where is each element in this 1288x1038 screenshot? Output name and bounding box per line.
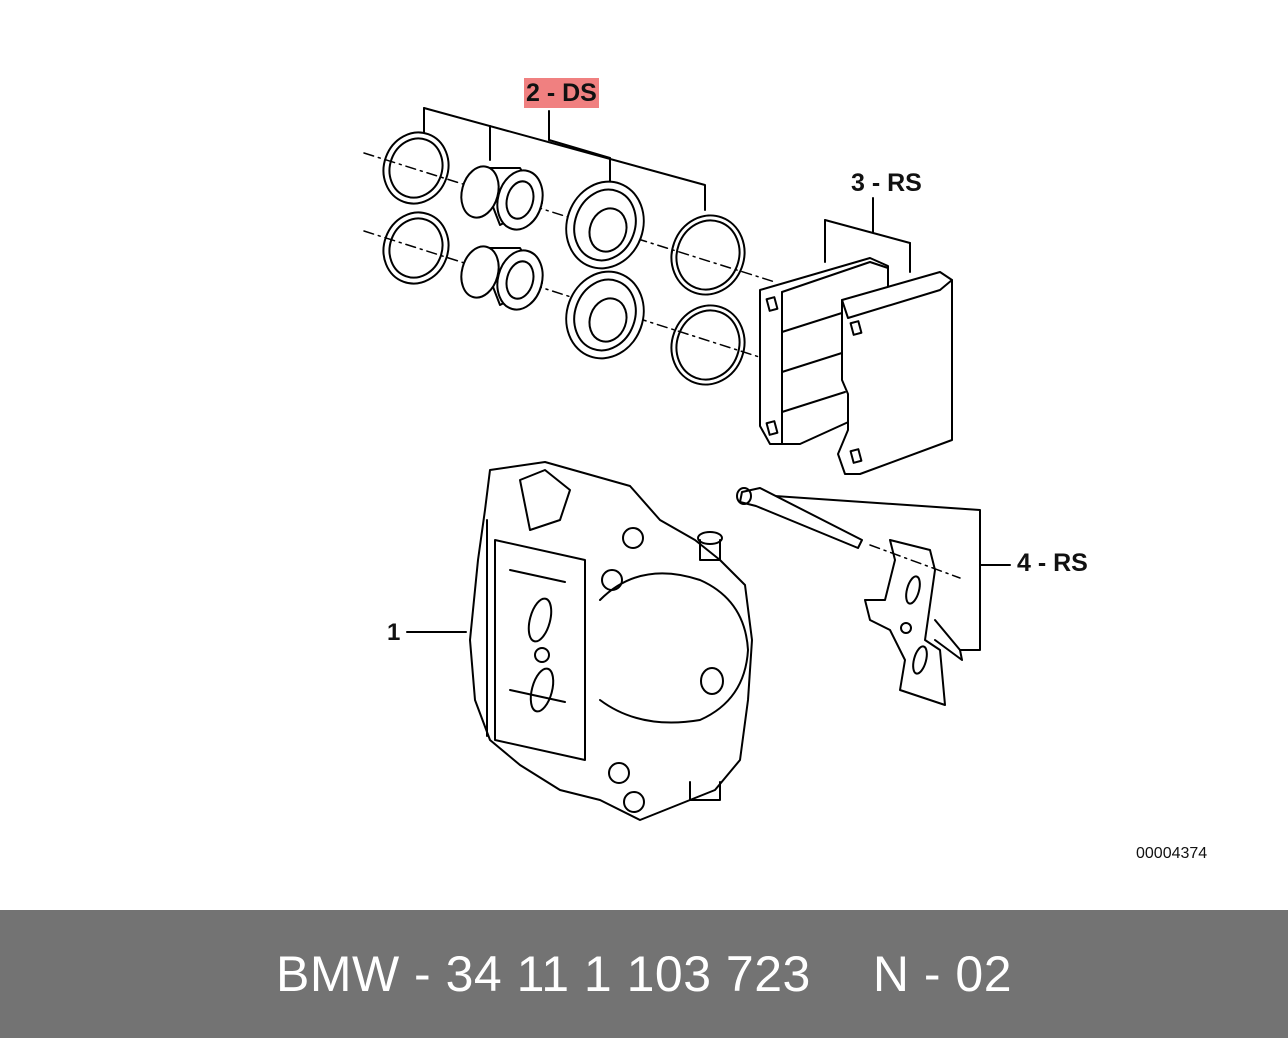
retaining-pin xyxy=(736,487,863,549)
seal-ring-bottom-left xyxy=(382,211,450,285)
parts-diagram: 2 - DS 3 - RS 4 - RS 1 00004374 xyxy=(363,78,1208,862)
dust-boot-top xyxy=(565,180,645,270)
callout-label-4: 4 - RS xyxy=(1017,549,1088,577)
brake-pad-rear xyxy=(837,271,953,475)
callout-label-1: 1 xyxy=(387,619,401,646)
snap-ring-top xyxy=(670,214,746,296)
seal-ring-top-left xyxy=(382,131,450,205)
footer-bar: BMW - 34 11 1 103 723 N - 02 xyxy=(0,910,1288,1038)
piston-top xyxy=(460,165,544,231)
bracket-2 xyxy=(423,107,706,211)
anti-rattle-spring xyxy=(864,539,963,706)
piston-bottom xyxy=(460,245,544,311)
dust-boot-bottom xyxy=(565,270,645,360)
bracket-3 xyxy=(824,197,911,273)
snap-ring-bottom xyxy=(670,304,746,386)
callout-label-2: 2 - DS xyxy=(524,78,599,108)
exploded-view-drawing xyxy=(363,107,1011,821)
footer-text: BMW - 34 11 1 103 723 N - 02 xyxy=(276,945,1012,1003)
callout-label-3: 3 - RS xyxy=(851,169,922,197)
position-code: N - 02 xyxy=(872,946,1013,1002)
part-number: BMW - 34 11 1 103 723 xyxy=(275,946,811,1002)
brake-caliper xyxy=(469,461,753,821)
image-code: 00004374 xyxy=(1136,845,1208,862)
axis-spring xyxy=(869,544,961,579)
bracket-4 xyxy=(759,494,1011,651)
